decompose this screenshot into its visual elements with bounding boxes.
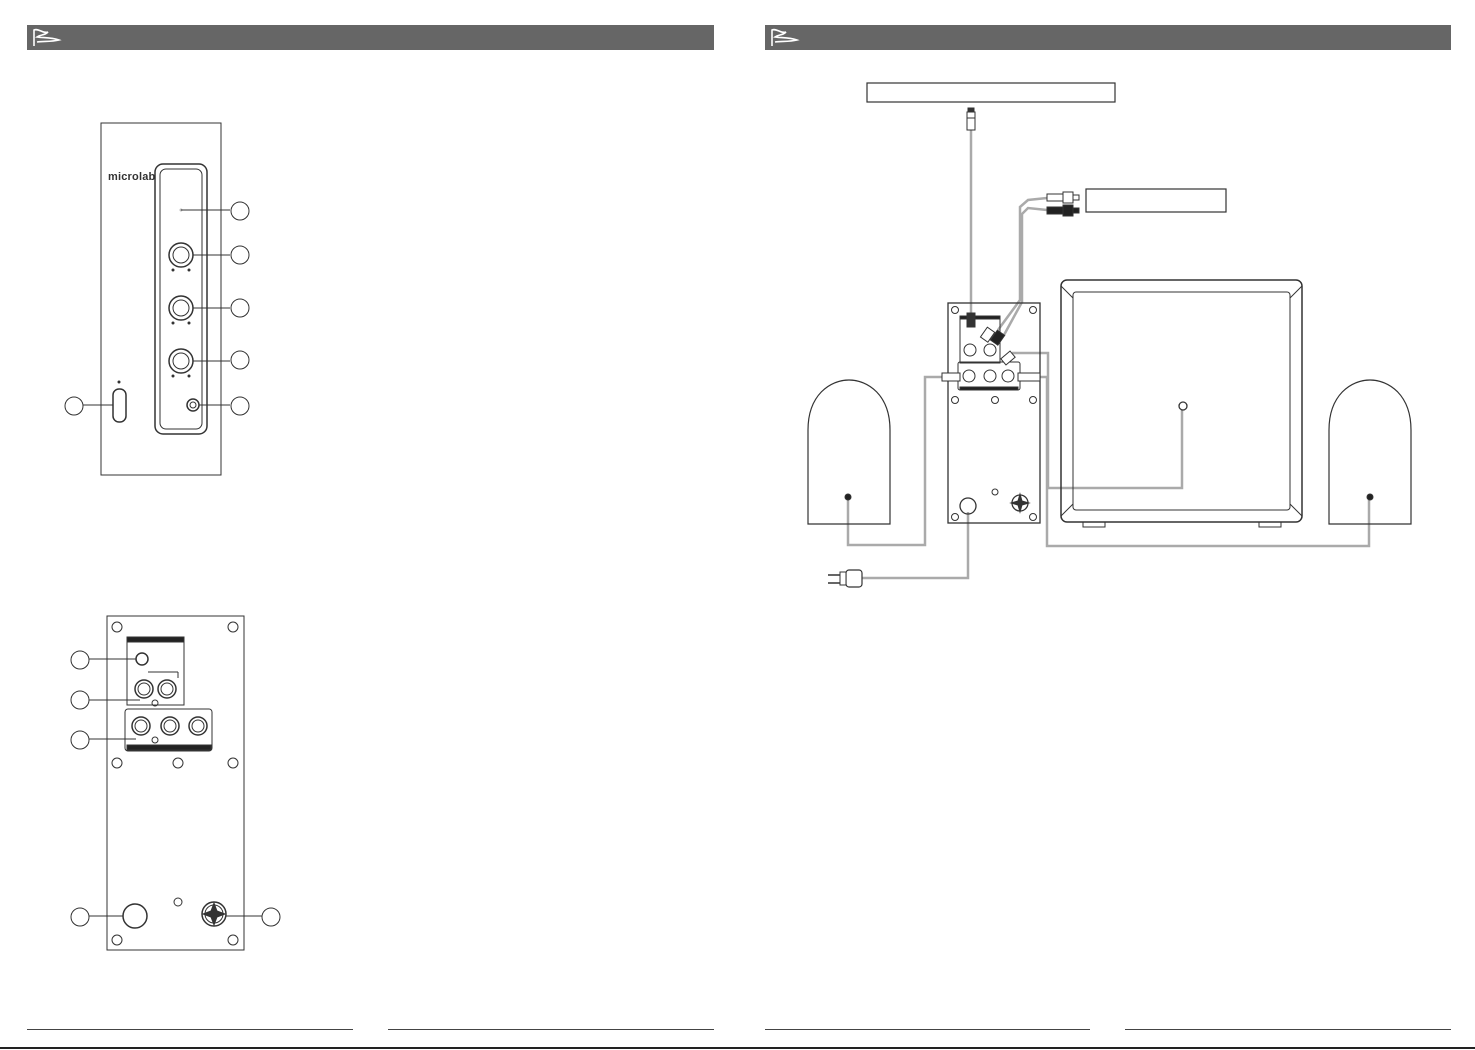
pennant-logo-icon: [771, 28, 800, 46]
bass-knob: [168, 348, 194, 378]
front-control-panel: [64, 122, 250, 476]
cables: [846, 130, 1371, 580]
power-cord-grommet: [122, 903, 148, 929]
footer-rule: [765, 1029, 1090, 1030]
audio-source-box: [866, 82, 1116, 103]
speaker-output-left: [131, 716, 151, 736]
pennant-logo-icon: [33, 28, 62, 46]
rca-input-right: [157, 679, 177, 699]
power-switch: [112, 388, 127, 423]
rca-plug-pair: [1046, 191, 1080, 217]
headphone-jack: [186, 398, 200, 412]
brand-label: microlab: [108, 171, 156, 183]
page-bottom-edge: [0, 1047, 1475, 1049]
power-plug-icon: [828, 569, 863, 588]
aux-input-jack: [135, 652, 149, 666]
treble-knob: [168, 295, 194, 325]
speaker-output-right: [188, 716, 208, 736]
rca-input-left: [134, 679, 154, 699]
right-satellite-speaker: [1328, 379, 1412, 525]
footer-rule: [388, 1029, 714, 1030]
second-source-box: [1085, 188, 1227, 213]
speaker-output-center: [160, 716, 180, 736]
amplifier-unit: [941, 302, 1041, 524]
footer-rule: [1125, 1029, 1451, 1030]
header-bar-left: [27, 25, 714, 50]
volume-knob: [168, 242, 194, 272]
rear-panel: [70, 615, 281, 951]
footer-rule: [27, 1029, 353, 1030]
header-bar-right: [765, 25, 1451, 50]
mini-jack-plug: [966, 107, 976, 131]
subwoofer: [1060, 279, 1303, 528]
left-satellite-speaker: [807, 379, 891, 525]
fuse-holder: [201, 901, 227, 927]
